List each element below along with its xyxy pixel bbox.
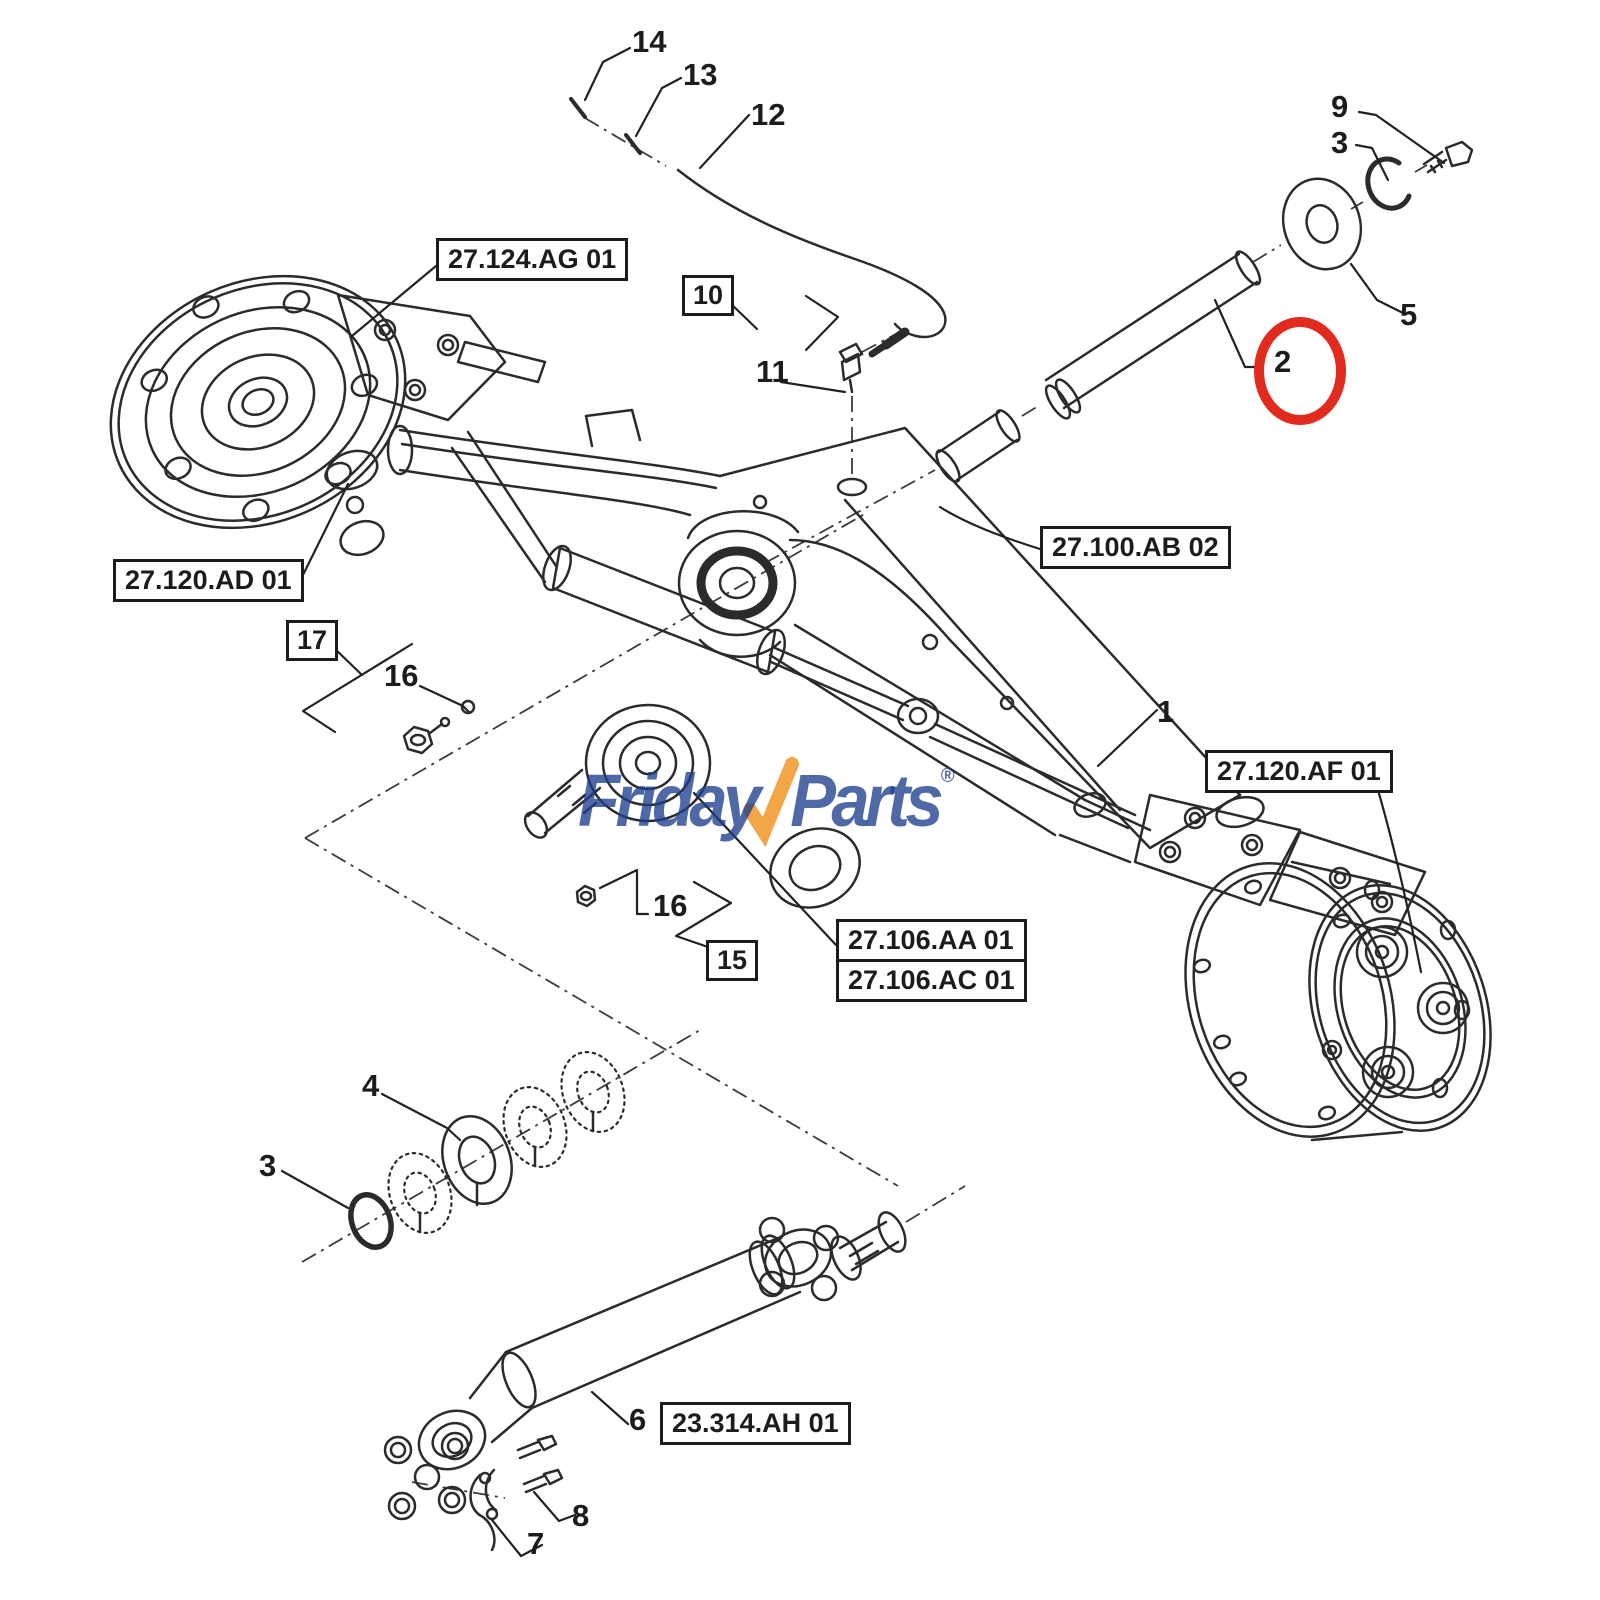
- left-hub: [109, 274, 407, 530]
- center-lines: [301, 117, 1428, 1499]
- leader-ag: [350, 264, 438, 338]
- snap-ring-part-3: [1365, 156, 1412, 211]
- callout-1[interactable]: 1: [1157, 694, 1175, 729]
- callout-7[interactable]: 7: [527, 1526, 545, 1561]
- screw-part-14: [569, 97, 587, 119]
- leader-af: [1370, 768, 1423, 974]
- callout-4[interactable]: 4: [362, 1068, 380, 1103]
- shim-stack: [348, 1051, 626, 1250]
- diff-input-bearing: [523, 703, 861, 909]
- leader-15: [674, 880, 733, 949]
- left-knuckle: [325, 293, 547, 557]
- leader-16-lower: [598, 868, 650, 916]
- grease-fitting-upper-16: [402, 699, 476, 755]
- callout-13[interactable]: 13: [683, 57, 718, 92]
- right-planetary-hub: [1184, 860, 1492, 1142]
- king-pin-tube-part-2: [935, 250, 1262, 483]
- ref-box-23-314-AH-01[interactable]: 23.314.AH 01: [660, 1402, 851, 1446]
- leader-11: [779, 380, 847, 394]
- plug-lower-16: [575, 884, 597, 908]
- leader-8: [532, 1490, 577, 1523]
- ref-box-27-106-AC-01[interactable]: 27.106.AC 01: [836, 959, 1027, 1003]
- highlight-circle: [1254, 317, 1346, 425]
- ref-box-27-100-AB-02[interactable]: 27.100.AB 02: [1040, 526, 1231, 570]
- leader-6: [590, 1390, 630, 1426]
- leader-3-lower: [280, 1169, 350, 1210]
- strap-bolts-part-8: [516, 1434, 564, 1494]
- callout-11[interactable]: 11: [756, 354, 789, 389]
- watermark-registered: ®: [940, 765, 955, 787]
- elbow-fitting-part-11: [838, 342, 864, 394]
- watermark: Friday Parts ®: [578, 764, 955, 852]
- ref-box-17[interactable]: 17: [286, 620, 339, 662]
- thrust-washer-part-5: [1281, 177, 1363, 271]
- right-knuckle: [1058, 793, 1427, 937]
- watermark-word-2: Parts: [790, 759, 944, 842]
- leader-12: [698, 113, 751, 170]
- leader-5: [1349, 262, 1405, 315]
- callout-14[interactable]: 14: [632, 24, 667, 59]
- leader-3-top: [1354, 143, 1390, 182]
- callout-16-lower[interactable]: 16: [653, 888, 688, 923]
- leader-7: [490, 1518, 544, 1558]
- ref-box-27-124-AG-01[interactable]: 27.124.AG 01: [436, 238, 629, 282]
- leader-13: [634, 76, 683, 138]
- leader-9: [1357, 110, 1446, 165]
- callout-9[interactable]: 9: [1331, 89, 1349, 124]
- leader-14: [583, 46, 632, 102]
- callout-16-upper[interactable]: 16: [384, 658, 419, 693]
- leader-16-upper: [418, 684, 472, 715]
- callout-12[interactable]: 12: [751, 97, 786, 132]
- leader-17-bracket: [301, 642, 414, 734]
- ref-box-27-120-AF-01[interactable]: 27.120.AF 01: [1205, 750, 1393, 794]
- bearing-strap-part-7: [469, 1468, 499, 1552]
- leader-4: [380, 1092, 462, 1142]
- leader-10-bracket: [804, 294, 840, 352]
- bolt-part-9: [1422, 140, 1474, 174]
- drive-shaft-part-6: [383, 1211, 907, 1521]
- ref-box-15[interactable]: 15: [706, 940, 759, 982]
- ref-box-27-106-AA-01[interactable]: 27.106.AA 01: [836, 919, 1027, 963]
- callout-2-highlighted[interactable]: 2: [1274, 344, 1292, 379]
- breather-hose: [676, 168, 947, 358]
- ref-box-27-106-group: 27.106.AA 01 27.106.AC 01: [836, 919, 1027, 1003]
- leader-ab: [938, 505, 1042, 551]
- watermark-check-icon: [743, 757, 799, 848]
- callout-5[interactable]: 5: [1400, 297, 1418, 332]
- screw-part-13: [624, 133, 642, 155]
- callout-6[interactable]: 6: [629, 1402, 647, 1437]
- steering-cylinder: [450, 430, 1137, 830]
- watermark-word-1: Friday: [578, 759, 761, 842]
- ref-box-27-120-AD-01[interactable]: 27.120.AD 01: [113, 559, 304, 603]
- callout-8[interactable]: 8: [572, 1498, 590, 1533]
- ref-box-10[interactable]: 10: [682, 275, 735, 317]
- leader-1: [1096, 708, 1159, 768]
- callout-3-lower[interactable]: 3: [259, 1148, 277, 1183]
- leader-aa-ac: [692, 791, 838, 947]
- callout-3-top[interactable]: 3: [1331, 125, 1349, 160]
